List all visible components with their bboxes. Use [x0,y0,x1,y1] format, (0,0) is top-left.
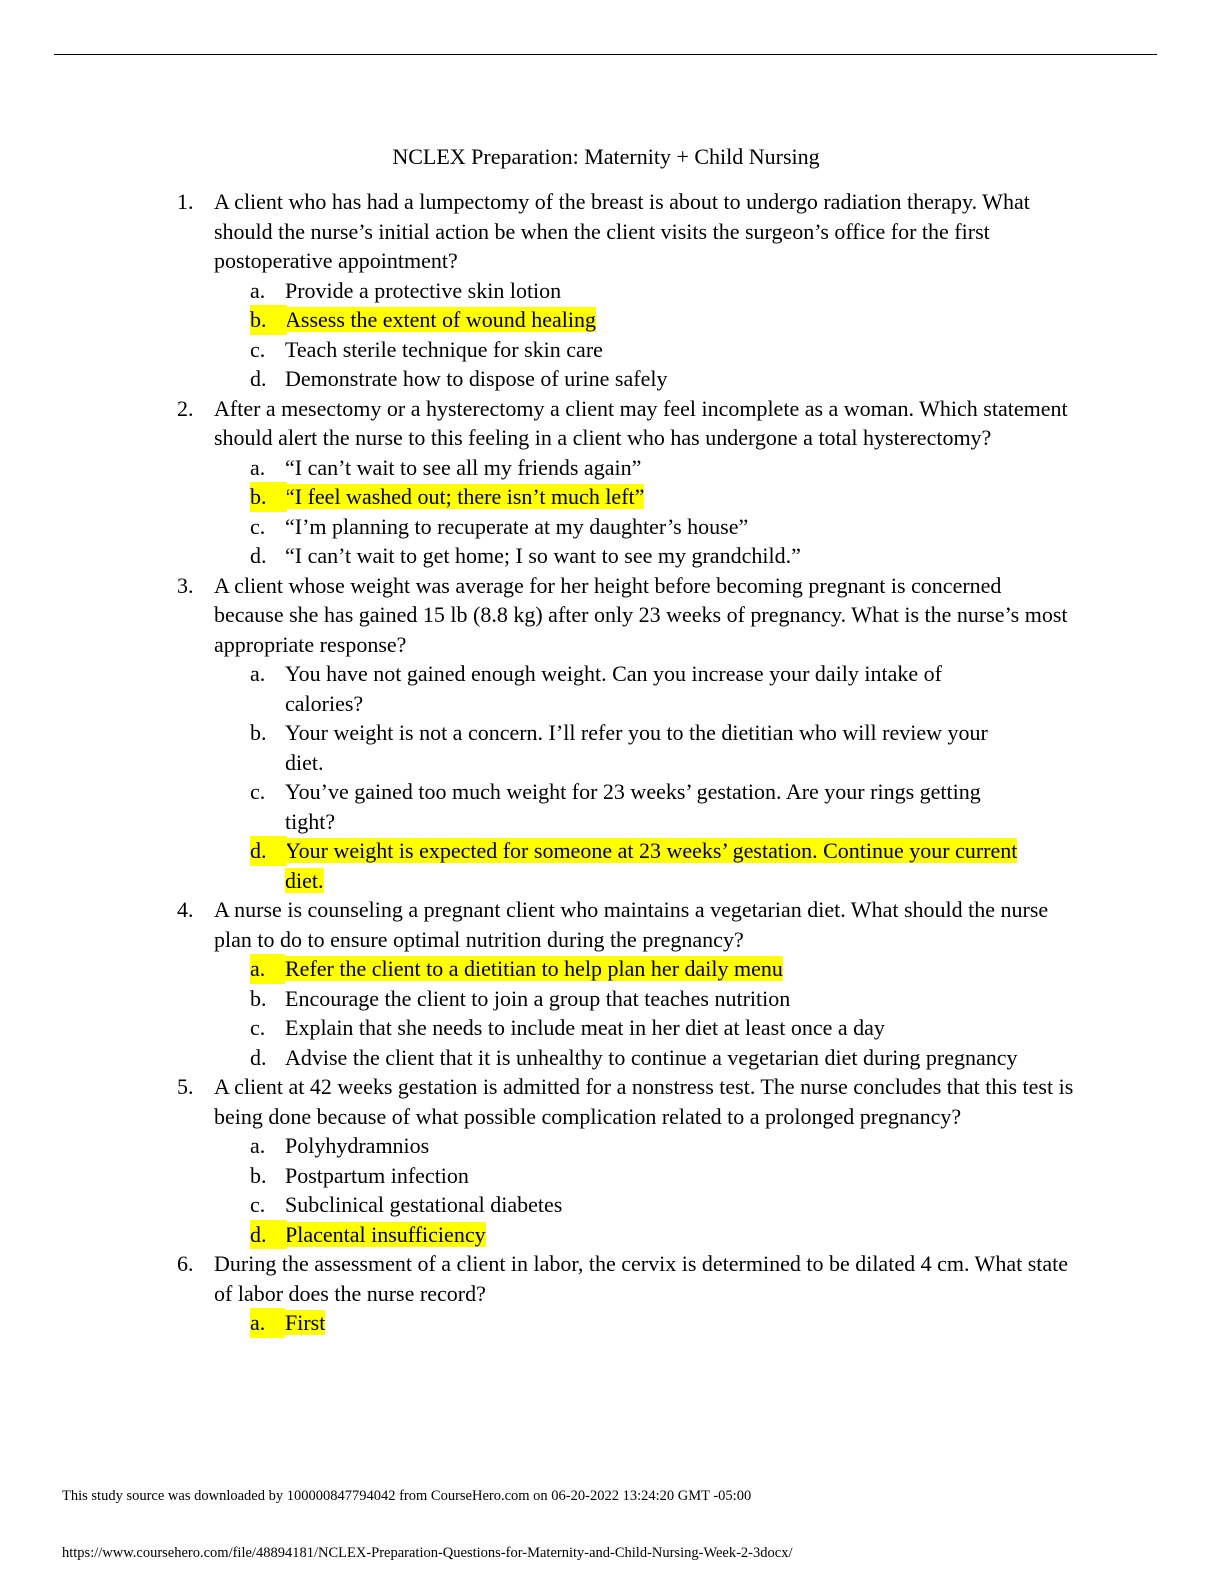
option-letter: d. [250,1219,287,1249]
footer-url: https://www.coursehero.com/file/48894181… [62,1545,793,1561]
answer-option-highlighted: a.Refer the client to a dietitian to hel… [0,954,1021,984]
question-text: A client at 42 weeks gestation is admitt… [214,1074,1074,1129]
option-letter: a. [250,454,266,480]
option-text: Polyhydramnios [285,1133,430,1158]
answer-option: a. “I can’t wait to see all my friends ag… [0,453,1021,483]
option-letter: b. [250,1162,267,1188]
option-letter: b. [250,985,267,1011]
option-letter: d. [250,836,287,866]
option-text: Provide a protective skin lotion [285,277,562,303]
option-letter: d. [250,543,267,568]
answer-option: d. Advise the client that it is unhealthy… [0,1043,1021,1073]
option-text: Assess the extent of wound healing [285,307,596,332]
option-text: Demonstrate how to dispose of urine safe… [285,366,668,391]
option-text: Subclinical gestational diabetes [285,1192,563,1217]
question-number: 6. [177,1251,194,1276]
option-text: First [285,1310,326,1335]
question-2: 2. After a mesectomy or a hysterectomy a … [0,394,1074,453]
option-text: Placental insufficiency [285,1221,486,1247]
answer-option-highlighted: d.Your weight is expected for someone at… [0,836,1021,895]
top-rule [54,54,1157,55]
answer-option: c. “I’m planning to recuperate at my daug… [0,512,1021,542]
option-text: Advise the client that it is unhealthy t… [285,1044,1018,1070]
option-letter: d. [250,1044,267,1070]
answer-option: c. Subclinical gestational diabetes [0,1190,1021,1220]
option-letter: a. [250,277,266,303]
answer-option-highlighted: b.“I feel washed out; there isn’t much l… [0,482,1021,512]
option-letter: d. [250,366,267,391]
question-1: 1. A client who has had a lumpectomy of t… [0,187,1074,276]
answer-option-highlighted: d.Placental insufficiency [0,1219,1021,1249]
question-3: 3. A client whose weight was average for … [0,571,1074,660]
option-text: You’ve gained too much weight for 23 wee… [285,779,981,834]
option-text: Explain that she needs to include meat i… [285,1015,885,1040]
option-letter: a. [250,1133,266,1158]
option-letter: a. [250,1308,286,1338]
option-text: Your weight is expected for someone at 2… [285,838,1018,893]
option-text: “I can’t wait to see all my friends agai… [285,454,642,480]
answer-option: a. Polyhydramnios [0,1131,1021,1161]
option-letter: c. [250,1192,266,1217]
question-text: A client whose weight was average for he… [214,572,1068,657]
option-text: “I feel washed out; there isn’t much lef… [285,484,645,509]
option-letter: c. [250,1015,266,1040]
option-text: Postpartum infection [285,1162,469,1188]
question-6: 6. During the assessment of a client in l… [0,1249,1074,1308]
question-number: 5. [177,1074,194,1099]
option-text: Teach sterile technique for skin care [285,336,603,362]
page-title: NCLEX Preparation: Maternity + Child Nur… [392,144,820,169]
option-text: Refer the client to a dietitian to help … [285,956,783,981]
option-letter: a. [250,661,266,686]
answer-option: a. You have not gained enough weight. Can… [0,659,1021,718]
option-letter: b. [250,720,267,745]
footer-source-note: This study source was downloaded by 1000… [62,1488,752,1504]
question-5: 5. A client at 42 weeks gestation is admi… [0,1072,1074,1131]
answer-option: d. “I can’t wait to get home; I so want t… [0,541,1021,571]
answer-option: b. Your weight is not a concern. I’ll ref… [0,718,1021,777]
answer-option: b. Postpartum infection [0,1161,1021,1191]
option-letter: a. [250,954,286,984]
option-text: “I’m planning to recuperate at my daught… [285,513,749,539]
question-text: After a mesectomy or a hysterectomy a cl… [214,395,1068,451]
answer-option: b. Encourage the client to join a group t… [0,984,1021,1014]
question-number: 1. [177,189,194,214]
answer-option: a. Provide a protective skin lotion [0,276,1021,306]
question-text: During the assessment of a client in lab… [214,1251,1069,1306]
answer-option-highlighted: a.First [0,1308,1021,1338]
option-text: You have not gained enough weight. Can y… [285,661,943,716]
option-letter: b. [250,482,287,512]
answer-option: c. Teach sterile technique for skin care [0,335,1021,365]
question-number: 4. [177,897,194,922]
answer-option: c. Explain that she needs to include meat… [0,1013,1021,1043]
option-text: Encourage the client to join a group tha… [285,985,791,1011]
question-text: A client who has had a lumpectomy of the… [214,189,1030,273]
question-number: 2. [177,395,194,421]
option-letter: c. [250,513,266,539]
question-list: 1. A client who has had a lumpectomy of t… [0,187,1224,1338]
option-letter: c. [250,779,266,804]
question-4: 4. A nurse is counseling a pregnant clien… [0,895,1074,954]
answer-option: c. You’ve gained too much weight for 23 w… [0,777,1021,836]
question-number: 3. [177,572,194,598]
answer-option: d. Demonstrate how to dispose of urine sa… [0,364,1021,394]
option-letter: c. [250,336,266,362]
question-text: A nurse is counseling a pregnant client … [214,897,1049,952]
answer-option-highlighted: b.Assess the extent of wound healing [0,305,1021,335]
option-text: “I can’t wait to get home; I so want to … [285,543,801,568]
option-letter: b. [250,305,287,335]
option-text: Your weight is not a concern. I’ll refer… [285,720,988,775]
